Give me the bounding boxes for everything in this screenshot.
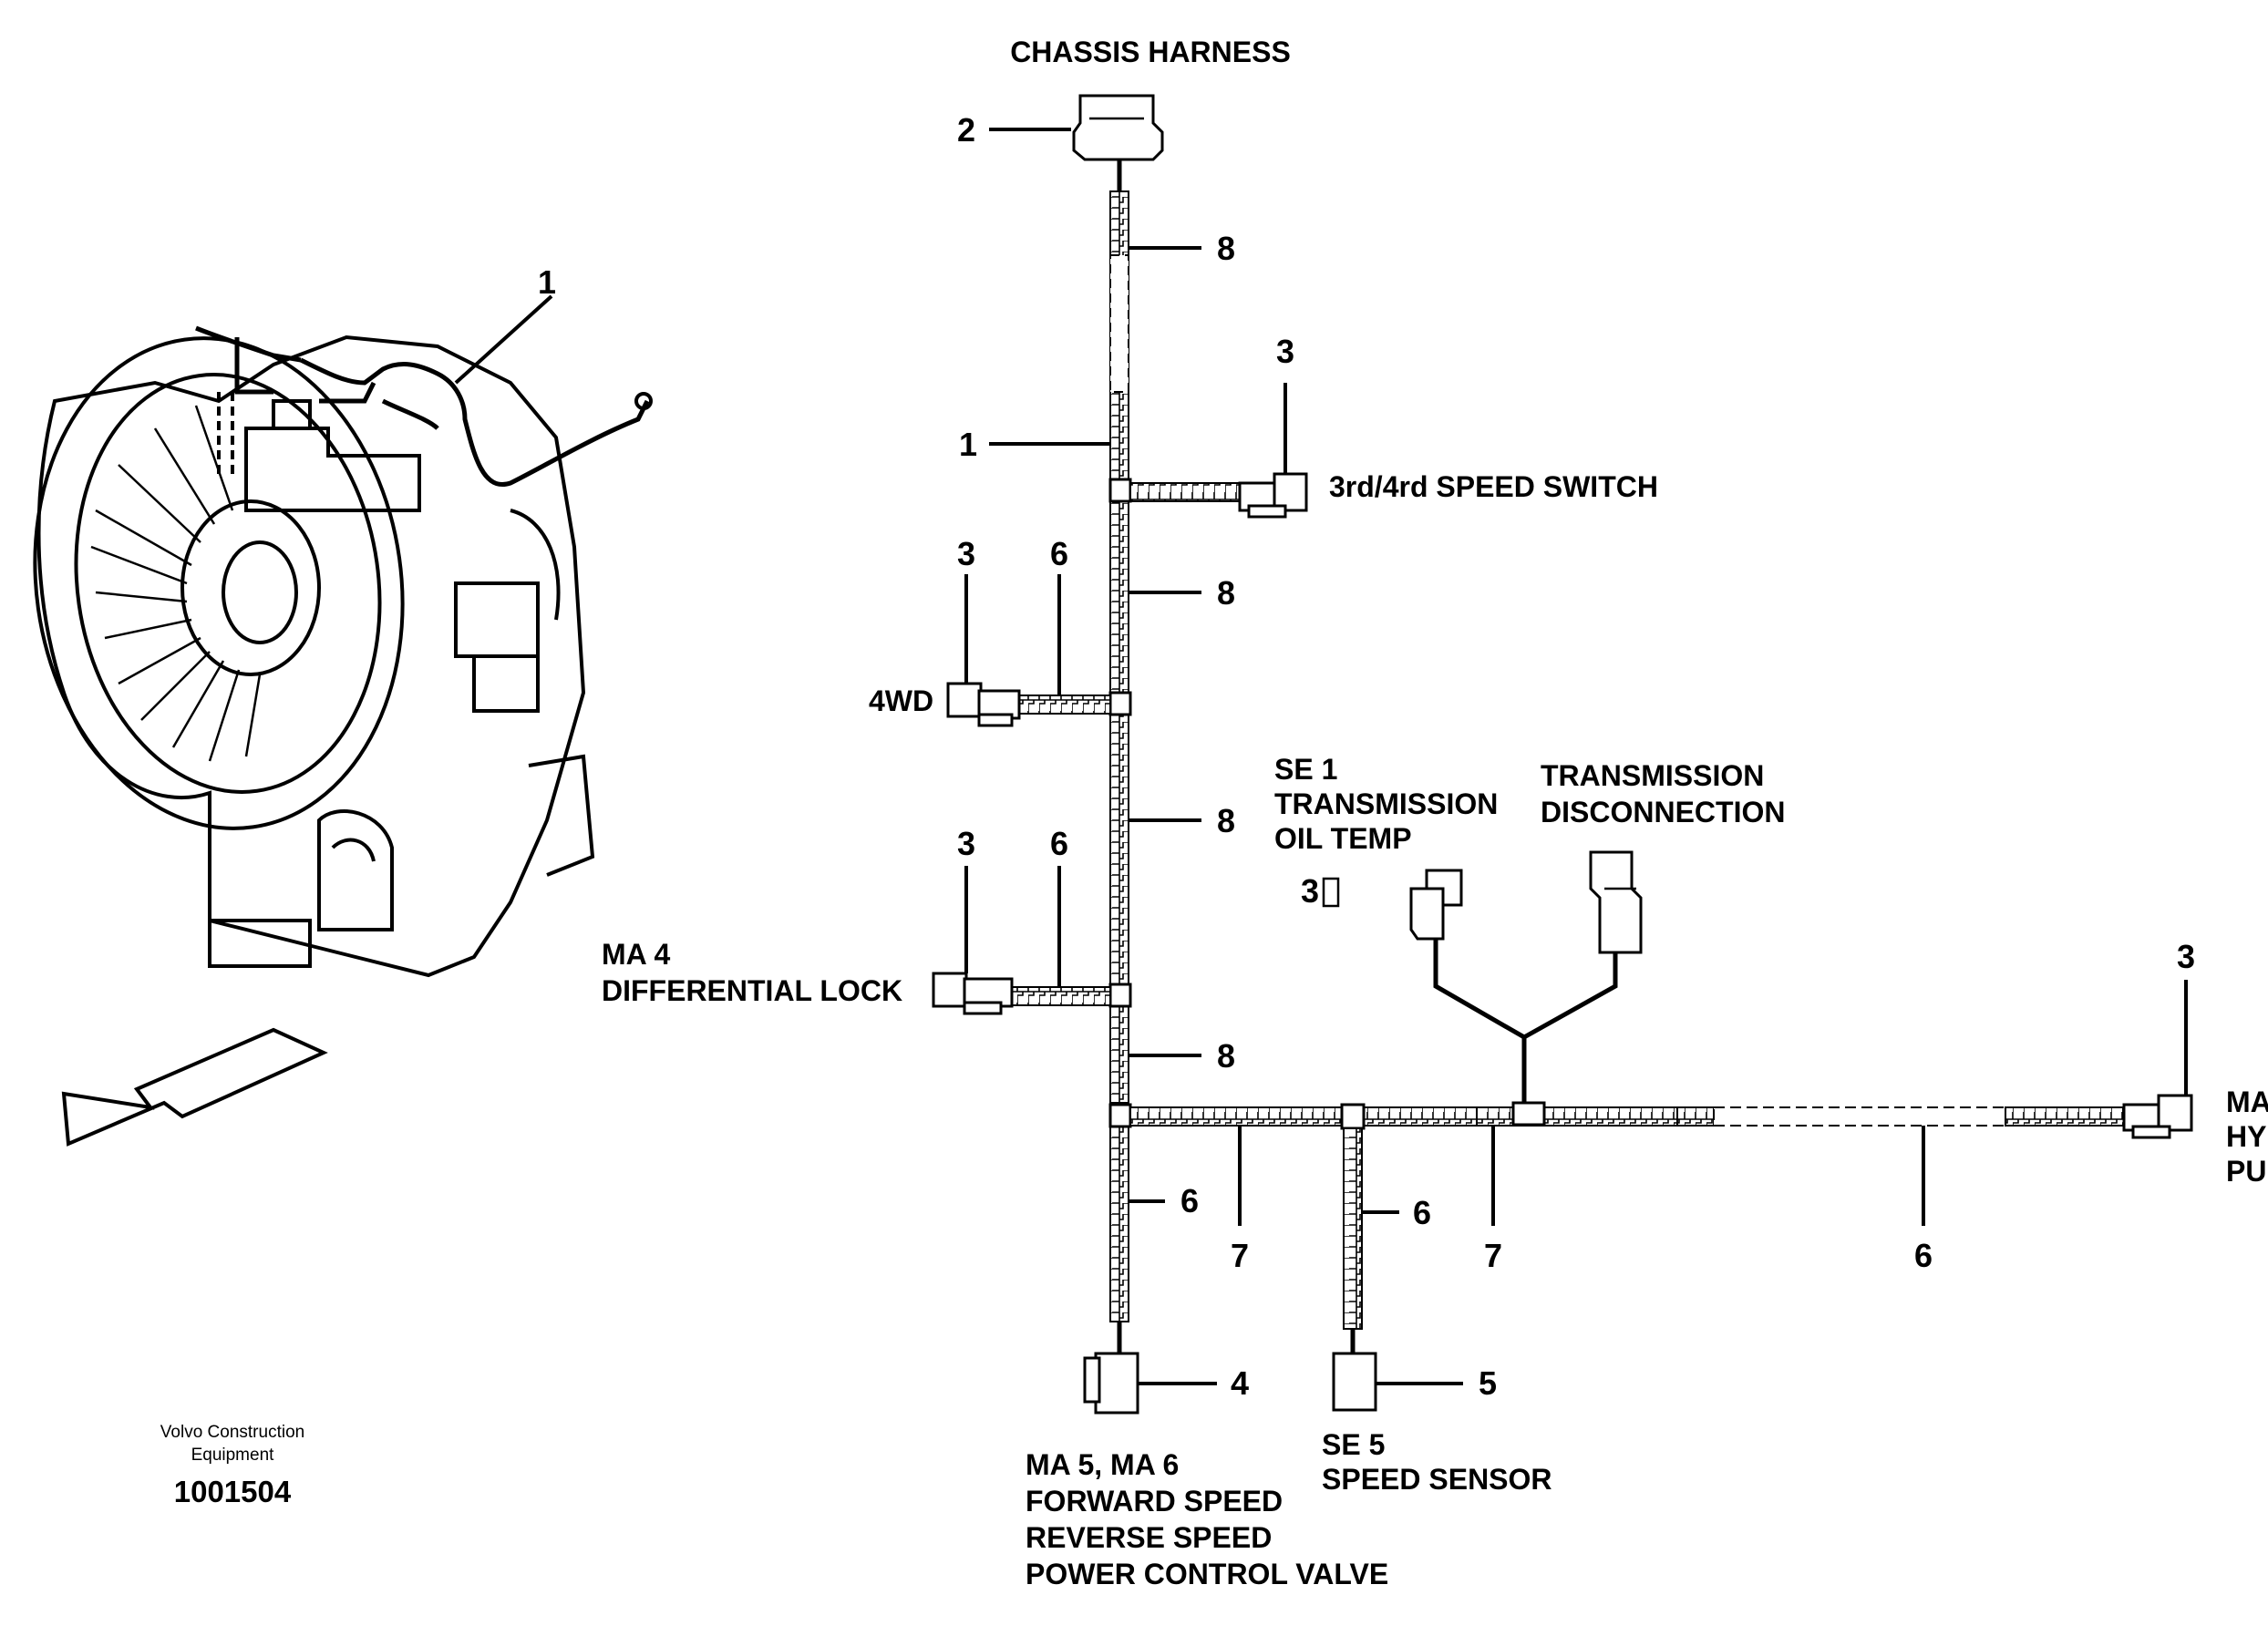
callout-8-c: 8 (1217, 802, 1235, 839)
se1-label-line3: OIL TEMP (1274, 822, 1412, 855)
4wd-connector (946, 682, 1021, 727)
callout-7-b: 7 (1484, 1237, 1502, 1274)
callout-5: 5 (1479, 1364, 1497, 1402)
callout-3-ma2: 3 (2177, 938, 2195, 975)
se1-oil-temp-connector (1409, 869, 1463, 941)
ma2-label-line2: HYDRAULIC (2226, 1120, 2268, 1153)
branch-speed-switch (1129, 482, 1241, 502)
speed-switch-connector (1238, 472, 1308, 519)
se1-label-line2: TRANSMISSION (1274, 787, 1498, 820)
callout-8-d: 8 (1217, 1037, 1235, 1075)
callout-3-speed-switch: 3 (1276, 333, 1294, 370)
company-line1: Volvo Construction (160, 1423, 304, 1442)
ma56-label-line2: FORWARD SPEED (1026, 1485, 1283, 1518)
callout-1-harness: 1 (959, 426, 977, 463)
front-direction-arrow (61, 1027, 328, 1147)
leader-gearbox-harness (454, 294, 553, 385)
se5-label-line1: SE 5 (1322, 1428, 1385, 1461)
callout-6-ma2: 6 (1914, 1237, 1933, 1274)
ma2-label-line1: MA 2 (2226, 1086, 2268, 1118)
ma4-label-line2: DIFFERENTIAL LOCK (602, 974, 902, 1007)
ma2-connector (2122, 1094, 2193, 1139)
callout-8-a: 8 (1217, 230, 1235, 267)
transmission-gearbox-illustration (33, 325, 653, 978)
ma56-label-line3: REVERSE SPEED (1026, 1521, 1272, 1554)
speed-switch-label: 3rd/4rd SPEED SWITCH (1329, 470, 1658, 503)
ma4-connector (932, 972, 1014, 1015)
company-line2: Equipment (191, 1446, 275, 1465)
callout-6-se5: 6 (1413, 1194, 1431, 1231)
junction-4wd (1108, 691, 1132, 716)
callout-1-gearbox: 1 (538, 263, 556, 301)
branch-se5 (1343, 1127, 1363, 1330)
ma56-connector (1083, 1352, 1139, 1415)
se5-connector (1332, 1352, 1377, 1412)
chassis-harness-label: CHASSIS HARNESS (1010, 36, 1291, 68)
main-harness-trunk (1109, 190, 1129, 1353)
junction-main (1108, 1103, 1132, 1128)
branch-ma4 (1011, 986, 1111, 1006)
transmission-disconnection-connector (1589, 850, 1643, 954)
se1-small-pin-icon (1322, 877, 1340, 908)
callout-7-a: 7 (1231, 1237, 1249, 1274)
junction-se5 (1340, 1103, 1366, 1130)
callout-6-ma4: 6 (1050, 825, 1068, 862)
junction-ma4 (1108, 983, 1132, 1008)
trans-disc-label-line2: DISCONNECTION (1541, 796, 1785, 828)
se1-label-line1: SE 1 (1274, 753, 1337, 786)
horizontal-harness-branch (1129, 1106, 2125, 1127)
trans-disc-label-line1: TRANSMISSION (1541, 759, 1764, 792)
ma56-label-line1: MA 5, MA 6 (1026, 1448, 1179, 1481)
se5-label-line2: SPEED SENSOR (1322, 1463, 1552, 1496)
callout-4: 4 (1231, 1364, 1249, 1402)
callout-3-se1: 3 (1301, 872, 1319, 910)
callout-3-4wd: 3 (957, 535, 975, 572)
callout-8-b: 8 (1217, 574, 1235, 612)
callout-2: 2 (957, 111, 975, 149)
drawing-number: 1001504 (174, 1475, 292, 1508)
branch-4wd (1018, 695, 1111, 715)
ma2-label-line3: PUMP VALVE (2226, 1155, 2268, 1188)
se1-disconnection-wires (1433, 939, 1618, 1103)
ma56-label-line4: POWER CONTROL VALVE (1026, 1558, 1388, 1590)
callout-6-4wd: 6 (1050, 535, 1068, 572)
ma4-label-line1: MA 4 (602, 938, 670, 971)
junction-speed-switch (1108, 478, 1132, 503)
callout-3-ma4: 3 (957, 825, 975, 862)
junction-se1 (1511, 1101, 1546, 1127)
callout-6-main: 6 (1180, 1182, 1199, 1219)
chassis-harness-connector (1072, 94, 1164, 191)
4wd-label: 4WD (869, 684, 933, 717)
